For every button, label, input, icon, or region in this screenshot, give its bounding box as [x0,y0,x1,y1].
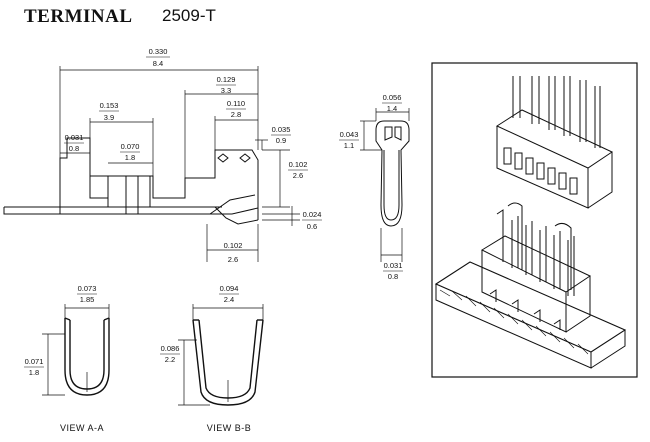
connector-isometric-illustration [431,62,638,378]
section-a-a-profile [64,317,110,396]
view-a-a-label: VIEW A-A [60,423,104,433]
dim-bottom-width-inch: 0.102 [224,241,243,250]
dim-wire-barrel-inch: 0.031 [65,133,84,142]
section-b-b-dimension-lines [178,304,264,406]
dim-tip-width-inch: 0.031 [384,261,403,270]
dim-crimp-length-inch: 0.153 [100,101,119,110]
dim-head-height-inch: 0.043 [340,130,359,139]
section-b-b-profile [192,319,264,406]
dim-contact-length-mm: 2.8 [231,110,241,119]
dim-section-a-width-mm: 1.85 [80,295,95,304]
dim-tip-width-mm: 0.8 [388,272,398,281]
drawing-title: TERMINAL [24,6,133,27]
dim-crimp-length-mm: 3.9 [104,113,114,122]
dim-front-top-width-mm: 1.4 [387,104,397,113]
dim-section-b-height-inch: 0.086 [161,344,180,353]
dim-lance-height-mm: 0.6 [307,222,317,231]
dim-body-height-inch: 0.102 [289,160,308,169]
dim-body-height-mm: 2.6 [293,171,303,180]
part-number: 2509-T [162,6,216,25]
dim-section-a-height-inch: 0.071 [25,357,44,366]
dim-head-height-mm: 1.1 [344,141,354,150]
dim-insulation-barrel-mm: 1.8 [125,153,135,162]
terminal-side-view [3,137,259,225]
terminal-front-view [375,120,410,227]
front-view-dimension-lines [360,108,410,262]
dim-bottom-width-mm: 2.6 [228,255,238,264]
side-view-dimension-lines [59,66,300,262]
dim-lance-height-inch: 0.024 [303,210,322,219]
dim-overall-mm: 8.4 [153,59,163,68]
dim-rear-to-tab-inch: 0.129 [217,75,236,84]
illustration-frame [431,62,638,378]
dim-section-b-width-inch: 0.094 [220,284,239,293]
dim-section-a-height-mm: 1.8 [29,368,39,377]
dim-tab-height-mm: 0.9 [276,136,286,145]
dim-front-top-width-inch: 0.056 [383,93,402,102]
dim-section-a-width-inch: 0.073 [78,284,97,293]
section-a-a-dimension-lines [42,304,110,396]
dim-rear-to-tab-mm: 3.3 [221,86,231,95]
dim-wire-barrel-mm: 0.8 [69,144,79,153]
dim-tab-height-inch: 0.035 [272,125,291,134]
view-b-b-label: VIEW B-B [207,423,252,433]
dim-overall-inch: 0.330 [149,47,168,56]
dim-contact-length-inch: 0.110 [227,99,245,108]
dim-section-b-height-mm: 2.2 [165,355,175,364]
dim-section-b-width-mm: 2.4 [224,295,234,304]
dim-insulation-barrel-inch: 0.070 [121,142,140,151]
